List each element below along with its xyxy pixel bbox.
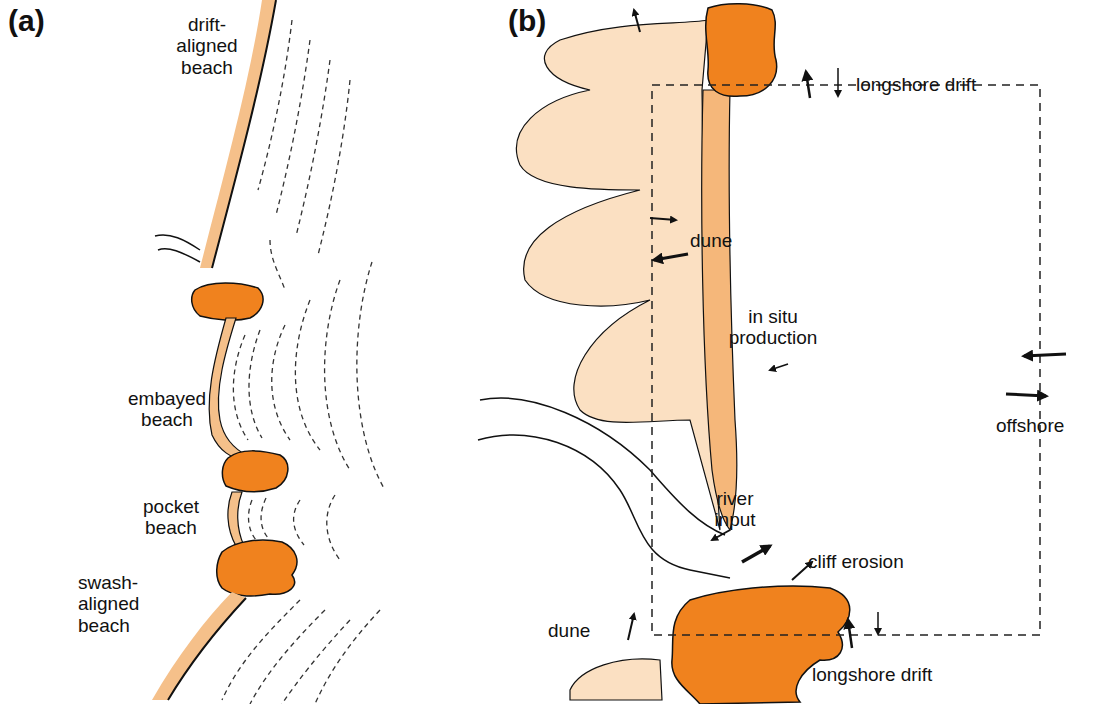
flux-label: dune [690, 230, 732, 251]
panel-b [478, 4, 1066, 704]
flux-label: offshore [996, 415, 1064, 436]
beach-label: pocket beach [136, 496, 206, 539]
beach-label: embayed beach [128, 388, 206, 431]
beach-label: swash-aligned beach [78, 572, 162, 636]
flux-label: river input [700, 488, 770, 531]
flux-label: cliff erosion [808, 551, 904, 572]
flux-label: dune [548, 620, 590, 641]
panel-letter: (b) [508, 4, 546, 38]
beach-label: drift-aligned beach [168, 14, 246, 78]
panel-letter: (a) [8, 4, 45, 38]
panel-a [152, 0, 385, 704]
flux-label: in situ production [708, 306, 838, 349]
flux-label: longshore drift [856, 74, 976, 95]
flux-label: longshore drift [812, 664, 932, 685]
